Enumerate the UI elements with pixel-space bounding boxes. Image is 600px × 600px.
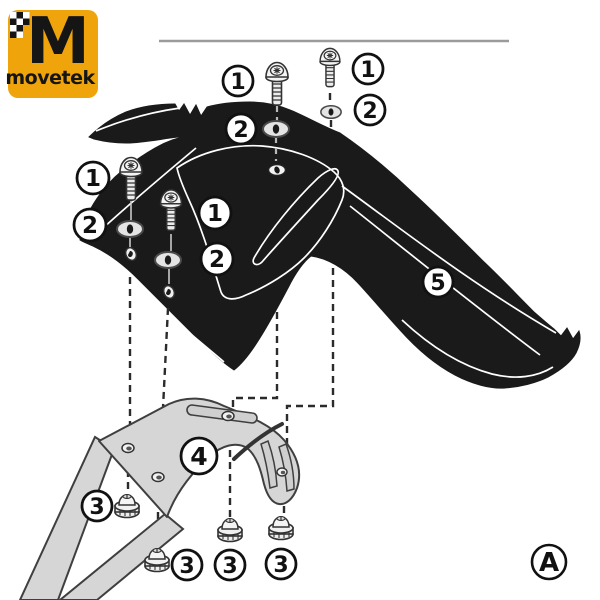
callout-screw: 1	[197, 195, 233, 231]
dashed-guide-L1	[231, 312, 279, 409]
bracket-hole-mid	[151, 471, 165, 483]
bracket-curl-slot-right	[278, 442, 295, 492]
callout-nut: 3	[213, 548, 247, 582]
callout-label: 1	[207, 201, 223, 227]
bracket-hole-left	[121, 442, 135, 454]
callout-label: 5	[430, 271, 445, 296]
callout-washer: 2	[224, 112, 258, 146]
brand-logo: M movetek	[5, 5, 98, 98]
logo-background	[8, 10, 98, 98]
brand-name: movetek	[5, 67, 95, 89]
dashed-guide-screw2	[328, 93, 333, 131]
callouts: 1 2 1 2 1 2 1 2	[72, 52, 568, 582]
fender-keyhole-grommet	[125, 247, 137, 261]
callout-label: 1	[360, 58, 375, 83]
figure-letter: A	[539, 548, 559, 578]
callout-nut: 3	[264, 547, 298, 581]
callout-washer: 2	[353, 93, 387, 127]
dashed-guide-L2	[285, 268, 335, 463]
figure-label: A	[530, 543, 568, 581]
callout-label: 3	[179, 554, 194, 579]
callout-screw: 1	[351, 52, 385, 86]
callout-label: 2	[209, 247, 225, 273]
callout-label: 1	[85, 166, 101, 192]
rack-arm-right	[58, 512, 185, 600]
washer-icon	[154, 251, 182, 269]
bracket-hole-curl	[276, 467, 288, 477]
bracket-curl-slot-left	[260, 439, 278, 489]
fender-silhouette	[79, 101, 581, 389]
callout-label: 2	[82, 213, 98, 239]
fender-keyhole-grommet	[163, 285, 175, 299]
callout-washer: 2	[72, 207, 108, 243]
nut-icon	[217, 517, 243, 543]
callout-label: 3	[222, 554, 237, 579]
callout-label: 2	[233, 118, 248, 143]
nut-icon	[114, 493, 140, 519]
callout-label: 3	[273, 553, 288, 578]
checker-flag-icon	[10, 12, 30, 38]
bracket-hole-top	[221, 410, 235, 422]
screw-icon	[319, 47, 341, 88]
washer-icon	[116, 220, 144, 238]
fender-part-5	[79, 101, 581, 389]
callout-label: 1	[230, 70, 245, 95]
callout-bracket: 4	[179, 436, 219, 476]
axis-lines-left-screws	[129, 201, 172, 284]
callout-label: 3	[89, 495, 104, 520]
brand-monogram: M	[26, 5, 90, 79]
nut-icon	[268, 515, 294, 541]
dashed-guide-screw1	[274, 106, 279, 161]
callout-screw: 1	[75, 160, 111, 196]
callout-fender: 5	[421, 265, 455, 299]
bracket-crease	[232, 422, 284, 461]
callout-label: 2	[362, 99, 377, 124]
callout-label: 4	[190, 442, 207, 471]
fender-mount-hole	[267, 163, 287, 177]
callout-nut: 3	[80, 489, 114, 523]
screw-icon	[265, 61, 289, 106]
callout-washer: 2	[199, 241, 235, 277]
callout-nut: 3	[170, 548, 204, 582]
callout-screw: 1	[221, 64, 255, 98]
washer-icon	[262, 120, 290, 138]
washer-icon	[320, 104, 342, 120]
